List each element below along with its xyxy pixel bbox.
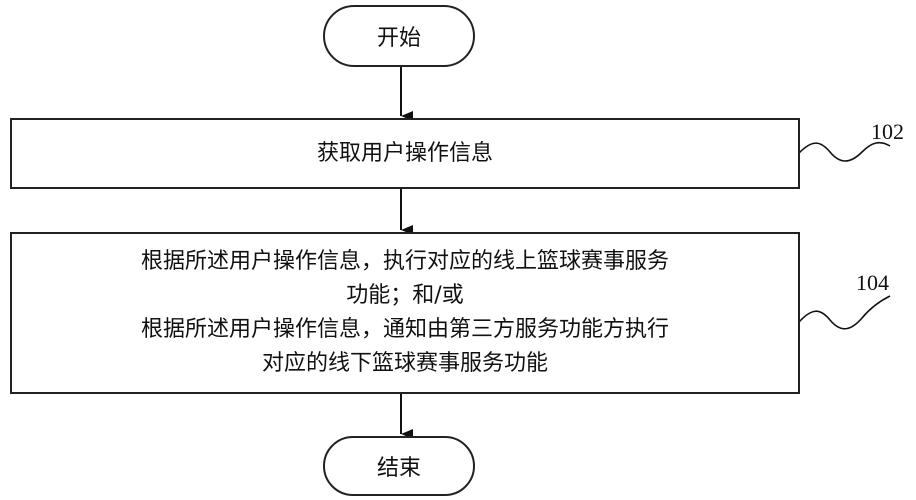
step-104-line-2: 功能；和/或 [346,283,464,308]
step-102-text: 获取用户操作信息 [316,140,493,166]
ref-label-104: 104 [856,270,889,295]
step-104-line-1: 根据所述用户操作信息，执行对应的线上篮球赛事服务 [140,249,669,274]
step-104-box: 根据所述用户操作信息，执行对应的线上篮球赛事服务 功能；和/或 根据所述用户操作… [10,232,800,394]
leader-line-102 [798,141,891,162]
start-node: 开始 [323,5,475,67]
end-label: 结束 [376,456,421,481]
ref-label-102: 102 [871,119,904,144]
step-102-box: 获取用户操作信息 [10,118,800,189]
step-104-line-4: 对应的线下篮球赛事服务功能 [261,351,548,376]
start-label: 开始 [376,26,421,51]
leader-line-104 [798,295,891,330]
step-104-line-3: 根据所述用户操作信息，通知由第三方服务功能方执行 [140,317,669,342]
end-node: 结束 [323,436,475,496]
